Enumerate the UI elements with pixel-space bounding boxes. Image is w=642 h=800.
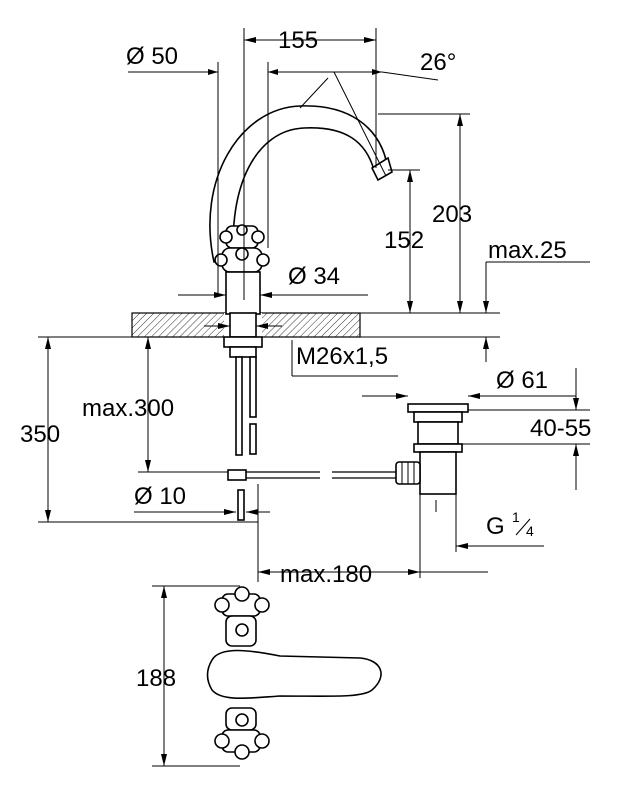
cross-handle-side	[214, 224, 270, 273]
label-height-152: 152	[384, 227, 424, 254]
cross-handle-top	[214, 586, 270, 647]
lift-rod	[227, 469, 396, 521]
label-thread-m26: M26x1,5	[296, 343, 388, 370]
label-height-350: 350	[20, 421, 60, 448]
label-max-300: max.300	[82, 395, 174, 422]
faucet-top-view	[206, 586, 382, 760]
label-thread-g: G	[486, 513, 505, 540]
label-diameter-50: Ø 50	[126, 43, 178, 70]
dimension-labels: Ø 50 155 26° 203 152 max.25 Ø 34 M26x1,5…	[20, 27, 591, 692]
label-max-25: max.25	[488, 237, 567, 264]
label-thread-g-numerator: 1	[512, 509, 520, 525]
label-width-155: 155	[278, 27, 318, 54]
label-height-188: 188	[136, 665, 176, 692]
label-diameter-10: Ø 10	[134, 483, 186, 510]
pop-up-waste	[395, 403, 469, 495]
label-thread-g-denominator: 4	[526, 523, 534, 539]
label-diameter-61: Ø 61	[496, 367, 548, 394]
label-height-203: 203	[432, 201, 472, 228]
label-angle-26: 26°	[420, 49, 456, 76]
label-range-40-55: 40-55	[530, 415, 591, 442]
label-max-180: max.180	[280, 561, 372, 588]
cross-handle-bottom	[214, 707, 270, 760]
faucet-side-view	[209, 105, 393, 456]
dimension-lines	[38, 28, 590, 767]
label-diameter-34: Ø 34	[288, 263, 340, 290]
